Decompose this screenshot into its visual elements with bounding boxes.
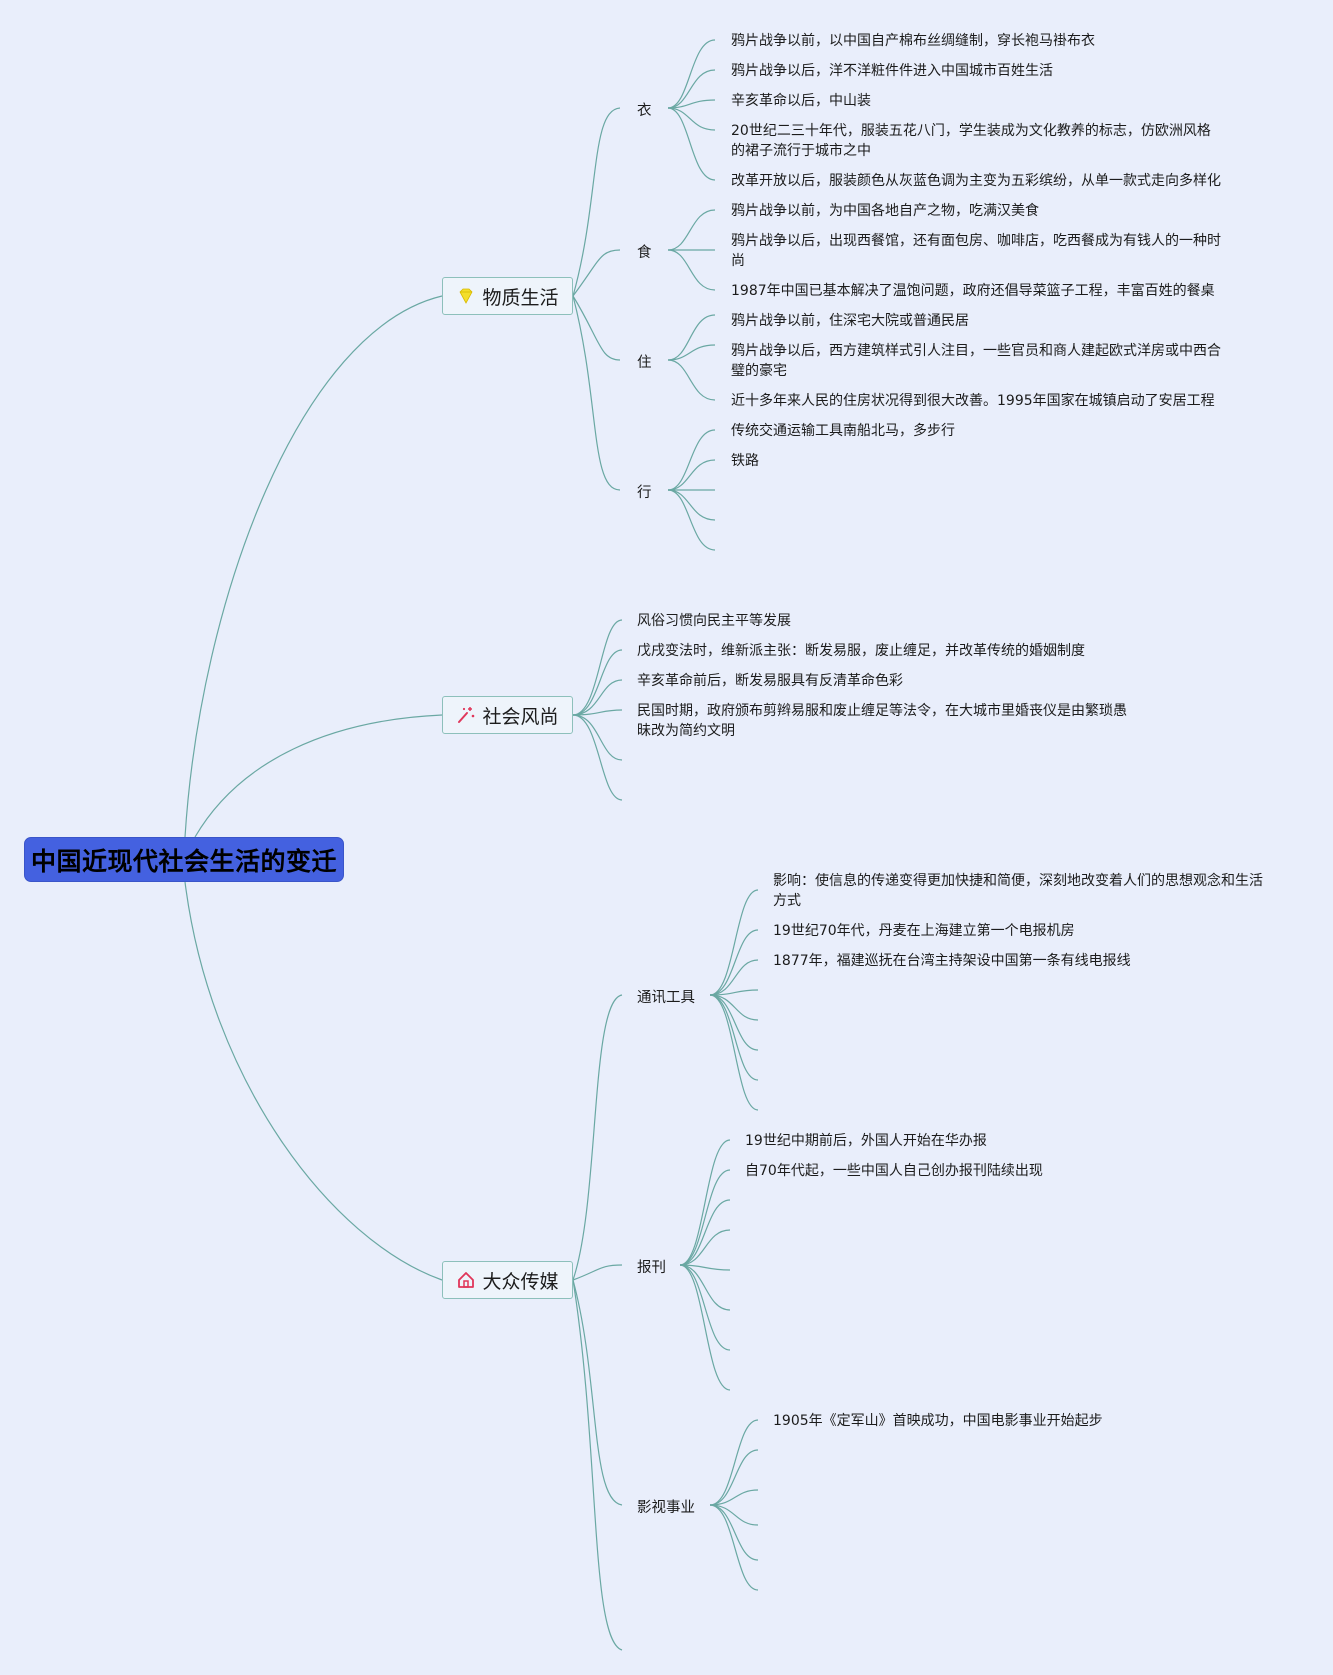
root-node[interactable]: 中国近现代社会生活的变迁: [24, 837, 344, 882]
link-media-film: [572, 1279, 623, 1506]
leaf-customs-1: 风俗习惯向民主平等发展: [637, 613, 791, 629]
home-icon: [458, 1272, 475, 1288]
leaf-food-3: 1987年中国已基本解决了温饱问题，政府还倡导菜篮子工程，丰富百姓的餐桌: [731, 283, 1215, 299]
link-material-food: [572, 249, 621, 297]
leaf-transport-1: 传统交通运输工具南船北马，多步行: [731, 423, 955, 439]
leaf-clothing-3: 辛亥革命以后，中山装: [731, 93, 871, 109]
sub-telecom[interactable]: 通讯工具: [637, 990, 695, 1006]
branch-customs[interactable]: 社会风尚: [442, 696, 573, 734]
link-root-media: [184, 881, 443, 1281]
leaf-telecom-3: 1877年，福建巡抚在台湾主持架设中国第一条有线电报线: [773, 953, 1131, 969]
leaf-housing-2: 鸦片战争以后，西方建筑样式引人注目，一些官员和商人建起欧式洋房或中西合璧的豪宅: [731, 343, 1221, 379]
sub-transport[interactable]: 行: [637, 485, 652, 501]
magic-wand-icon: [458, 707, 475, 723]
sub-film[interactable]: 影视事业: [637, 1500, 695, 1516]
link-media-press: [572, 1264, 623, 1281]
leaf-clothing-2: 鸦片战争以后，洋不洋粧件件进入中国城市百姓生活: [731, 63, 1053, 79]
gem-icon: [459, 288, 473, 304]
branch-material[interactable]: 物质生活: [442, 277, 573, 315]
link-root-customs: [194, 714, 443, 838]
link-material-clothing: [572, 107, 621, 297]
sub-housing[interactable]: 住: [637, 355, 652, 371]
leaf-press-1: 19世纪中期前后，外国人开始在华办报: [745, 1133, 987, 1149]
leaf-clothing-4: 20世纪二三十年代，服装五花八门，学生装成为文化教养的标志，仿欧洲风格的裙子流行…: [731, 123, 1211, 159]
leaf-telecom-2: 19世纪70年代，丹麦在上海建立第一个电报机房: [773, 923, 1075, 939]
link-root-material: [184, 295, 443, 838]
leaf-telecom-1: 影响：使信息的传递变得更加快捷和简便，深刻地改变着人们的思想观念和生活方式: [773, 873, 1263, 909]
link-media-extra: [572, 1279, 623, 1651]
branch-media-label: 大众传媒: [482, 1270, 559, 1293]
leaf-customs-3: 辛亥革命前后，断发易服具有反清革命色彩: [637, 673, 903, 689]
leaf-clothing-5: 改革开放以后，服装颜色从灰蓝色调为主变为五彩缤纷，从单一款式走向多样化: [731, 173, 1221, 189]
branch-material-label: 物质生活: [482, 286, 559, 309]
leaf-transport-2: 铁路: [731, 453, 759, 469]
leaf-press-2: 自70年代起，一些中国人自己创办报刊陆续出现: [745, 1163, 1043, 1179]
leaf-housing-1: 鸦片战争以前，住深宅大院或普通民居: [731, 313, 969, 329]
leaf-customs-2: 戊戌变法时，维新派主张：断发易服，废止缠足，并改革传统的婚姻制度: [637, 643, 1085, 659]
leaf-housing-3: 近十多年来人民的住房状况得到很大改善。1995年国家在城镇启动了安居工程: [731, 393, 1215, 409]
branch-media[interactable]: 大众传媒: [442, 1261, 573, 1299]
root-title: 中国近现代社会生活的变迁: [30, 846, 337, 876]
leaf-clothing-1: 鸦片战争以前，以中国自产棉布丝绸缝制，穿长袍马褂布衣: [731, 33, 1095, 49]
sub-food[interactable]: 食: [637, 245, 652, 261]
branch-customs-label: 社会风尚: [482, 705, 559, 728]
leaf-food-2: 鸦片战争以后，出现西餐馆，还有面包房、咖啡店，吃西餐成为有钱人的一种时尚: [731, 233, 1221, 269]
link-material-transport: [572, 295, 621, 491]
link-material-housing: [572, 295, 621, 361]
leaf-film-1: 1905年《定军山》首映成功，中国电影事业开始起步: [773, 1413, 1103, 1429]
link-media-telecom: [572, 994, 623, 1281]
leaf-customs-4: 民国时期，政府颁布剪辫易服和废止缠足等法令，在大城市里婚丧仪是由繁琐愚昧改为简约…: [637, 703, 1127, 739]
sub-clothing[interactable]: 衣: [637, 103, 652, 119]
sub-press[interactable]: 报刊: [637, 1260, 666, 1276]
leaf-food-1: 鸦片战争以前，为中国各地自产之物，吃满汉美食: [731, 203, 1039, 219]
